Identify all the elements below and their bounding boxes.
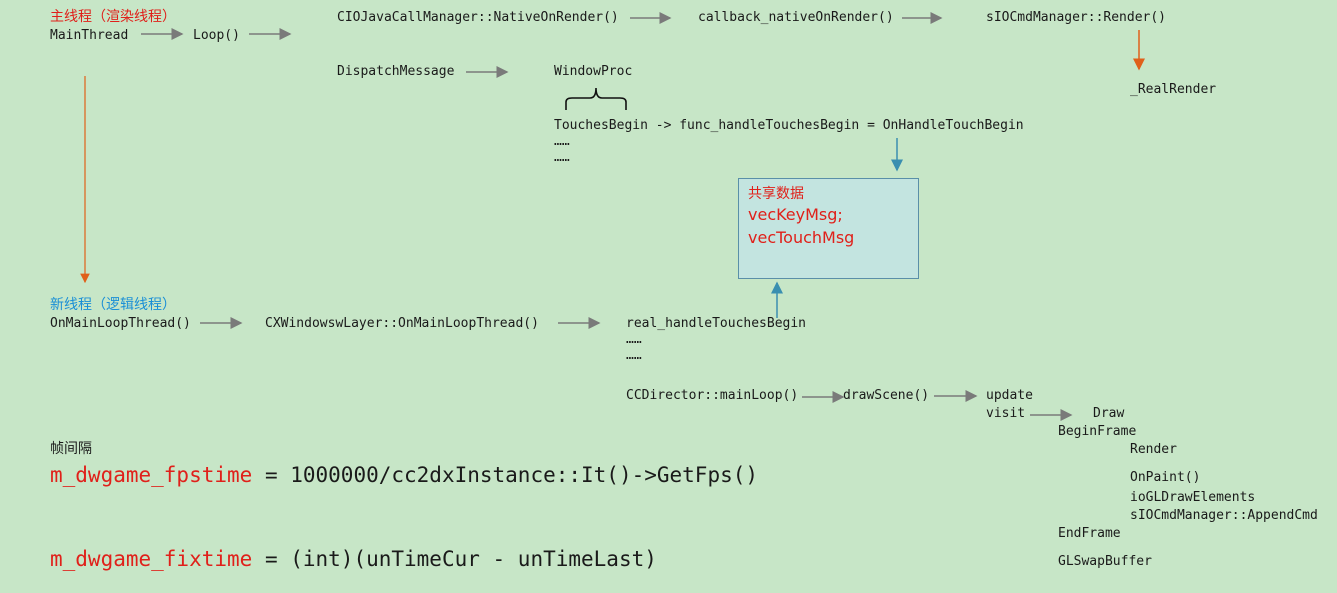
director-main-loop-label: CCDirector::mainLoop() <box>626 388 799 403</box>
fps-expression: = 1000000/cc2dxInstance::It()->GetFps() <box>252 463 759 487</box>
window-proc-label: WindowProc <box>554 64 633 79</box>
shared-var-key-msg: vecKeyMsg; <box>748 205 843 224</box>
fps-formula: m_dwgame_fpstime = 1000000/cc2dxInstance… <box>50 462 758 488</box>
draw-scene-label: drawScene() <box>843 388 930 403</box>
visit-label: visit <box>986 406 1026 421</box>
brace <box>565 87 627 110</box>
fix-time-variable: m_dwgame_fixtime <box>50 547 253 571</box>
shared-data-title: 共享数据 <box>748 186 804 202</box>
cmd-manager-render-label: sIOCmdManager::Render() <box>986 10 1167 25</box>
layer-main-loop-label: CXWindowswLayer::OnMainLoopThread() <box>265 316 539 331</box>
main-thread-label: MainThread <box>50 28 129 43</box>
logic-thread-title: 新线程（逻辑线程） <box>50 297 176 313</box>
native-on-render-label: CIOJavaCallManager::NativeOnRender() <box>337 10 619 25</box>
fix-time-formula: m_dwgame_fixtime = (int)(unTimeCur - unT… <box>50 546 657 572</box>
dispatch-message-label: DispatchMessage <box>337 64 455 79</box>
draw-label: Draw <box>1093 406 1125 421</box>
fix-time-expression: = (int)(unTimeCur - unTimeLast) <box>252 547 657 571</box>
real-render-label: _RealRender <box>1130 82 1217 97</box>
loop-label: Loop() <box>193 28 240 43</box>
main-thread-title: 主线程（渲染线程） <box>50 9 176 25</box>
callback-native-on-render-label: callback_nativeOnRender() <box>698 10 894 25</box>
end-frame-label: EndFrame <box>1058 526 1121 541</box>
shared-data-box: 共享数据 vecKeyMsg; vecTouchMsg <box>738 178 919 279</box>
touches-begin-line: TouchesBegin -> func_handleTouchesBegin … <box>554 118 1024 133</box>
on-paint-label: OnPaint() <box>1130 470 1201 485</box>
begin-frame-label: BeginFrame <box>1058 424 1137 439</box>
ellipsis: …… <box>554 150 570 165</box>
gl-draw-elements-label: ioGLDrawElements <box>1130 490 1256 505</box>
gl-swap-buffer-label: GLSwapBuffer <box>1058 554 1152 569</box>
ellipsis: …… <box>626 332 642 347</box>
append-cmd-label: sIOCmdManager::AppendCmd <box>1130 508 1318 523</box>
fps-variable: m_dwgame_fpstime <box>50 463 253 487</box>
shared-var-touch-msg: vecTouchMsg <box>748 228 855 247</box>
ellipsis: …… <box>626 348 642 363</box>
frame-interval-label: 帧间隔 <box>50 441 92 457</box>
update-label: update <box>986 388 1033 403</box>
render-label: Render <box>1130 442 1177 457</box>
real-handle-touches-label: real_handleTouchesBegin <box>626 316 807 331</box>
on-main-loop-thread-label: OnMainLoopThread() <box>50 316 191 331</box>
ellipsis: …… <box>554 134 570 149</box>
